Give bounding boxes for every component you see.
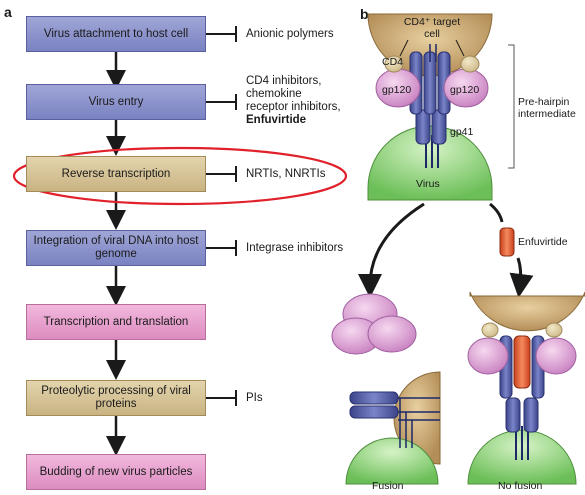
shed-gp120-trimer <box>331 293 417 355</box>
inhibit-bar-rt <box>206 166 237 182</box>
inhibitor-enfuvirtide: Enfuvirtide <box>246 114 307 126</box>
panel-b-label: b <box>360 6 369 22</box>
step-proteolytic-processing: Proteolytic processing of viral proteins <box>26 380 206 416</box>
inhibit-bar-processing <box>206 390 237 406</box>
inhibitor-entry-group: CD4 inhibitors, chemokine receptor inhib… <box>246 75 341 127</box>
enfuvirtide-cylinder <box>499 227 515 257</box>
inhibit-bar-attachment <box>206 26 237 42</box>
pre-hairpin-bracket <box>508 44 515 169</box>
inhibit-bar-entry <box>206 94 237 110</box>
label-cd4: CD4 <box>382 56 404 68</box>
no-fusion-arrow-bottom <box>509 257 534 298</box>
inhibitor-nrtis: NRTIs, NNRTIs <box>246 168 326 180</box>
label-no-fusion: No fusion <box>498 480 543 492</box>
label-gp120-right: gp120 <box>450 84 480 96</box>
step-reverse-transcription: Reverse transcription <box>26 156 206 192</box>
label-pre-hairpin: Pre-hairpin intermediate <box>518 96 576 120</box>
inhibit-bar-integration <box>206 240 237 256</box>
label-pre-hairpin-line-1: Pre-hairpin <box>518 96 570 108</box>
step-entry: Virus entry <box>26 84 206 120</box>
cd4-left-blob <box>384 55 404 73</box>
inhibition-bars <box>206 26 237 406</box>
panel-a-label: a <box>4 4 12 20</box>
step-budding: Budding of new virus particles <box>26 454 206 490</box>
label-enfuvirtide: Enfuvirtide <box>518 236 568 248</box>
label-target-cell: CD4⁺ target cell <box>400 16 464 40</box>
label-virus: Virus <box>416 178 440 190</box>
fusion-arrow <box>358 202 425 298</box>
fusion-illustration <box>345 371 441 485</box>
inhibitor-entry-line-3: receptor inhibitors, <box>246 101 341 113</box>
no-fusion-arrow-top <box>489 202 504 223</box>
step-attachment: Virus attachment to host cell <box>26 16 206 52</box>
highlight-ellipse <box>12 146 348 206</box>
step-integration: Integration of viral DNA into host genom… <box>26 230 206 266</box>
step-transcription-translation: Transcription and translation <box>26 304 206 340</box>
label-gp41: gp41 <box>450 126 474 138</box>
label-fusion: Fusion <box>372 480 404 492</box>
label-target-cell-line-1: CD4⁺ target <box>403 16 461 28</box>
inhibitor-anionic-polymers: Anionic polymers <box>246 28 334 40</box>
pre-hairpin-illustration <box>367 13 515 201</box>
label-gp120-left: gp120 <box>382 84 412 96</box>
no-fusion-illustration <box>467 291 585 485</box>
label-target-cell-line-2: cell <box>424 28 440 40</box>
inhibitor-entry-line-2: chemokine <box>246 88 302 100</box>
inhibitor-pis: PIs <box>246 392 263 404</box>
cd4-right-blob <box>460 55 480 73</box>
inhibitor-entry-line-1: CD4 inhibitors, <box>246 75 322 87</box>
label-pre-hairpin-line-2: intermediate <box>518 108 576 120</box>
inhibitor-integrase: Integrase inhibitors <box>246 242 344 254</box>
